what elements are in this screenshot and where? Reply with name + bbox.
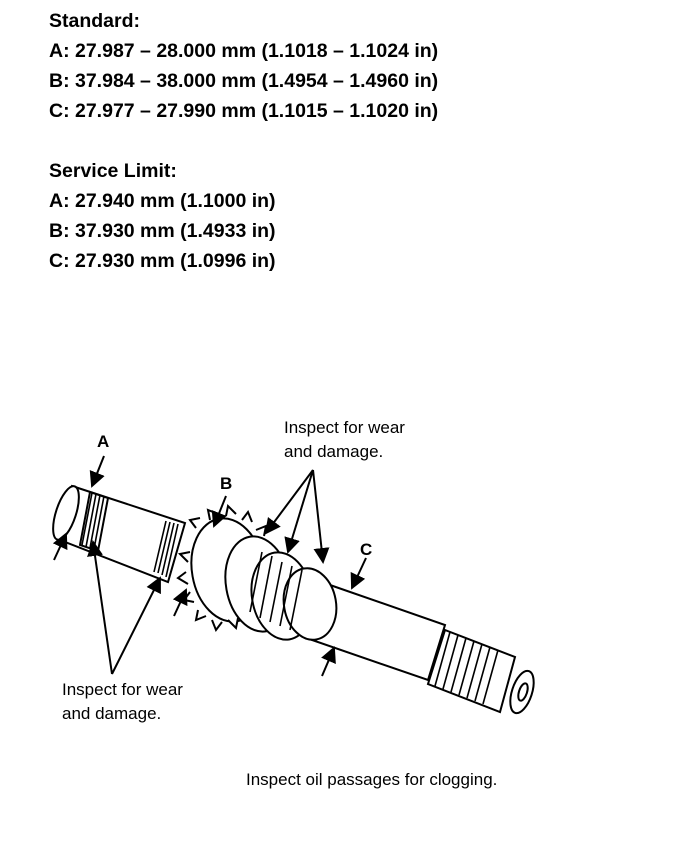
spline-inspect-line2: and damage. xyxy=(62,704,162,723)
dimension-arrows xyxy=(52,532,336,677)
service-limit-block: Service Limit: A: 27.940 mm (1.1000 in) … xyxy=(49,156,276,276)
label-a: A xyxy=(97,432,110,451)
standard-line-a: A: 27.987 – 28.000 mm (1.1018 – 1.1024 i… xyxy=(49,40,439,62)
service-limit-line-a: A: 27.940 mm (1.1000 in) xyxy=(49,190,276,212)
gear-inspect-line2: and damage. xyxy=(284,442,384,461)
service-limit-line-b: B: 37.930 mm (1.4933 in) xyxy=(49,220,276,242)
standard-line-c: C: 27.977 – 27.990 mm (1.1015 – 1.1020 i… xyxy=(49,100,439,122)
spline-inspect-arrows xyxy=(87,540,161,675)
label-b: B xyxy=(220,474,233,493)
spline-inspect-line1: Inspect for wear xyxy=(62,680,183,699)
shaft-right-spline xyxy=(426,628,517,714)
spline-hatching-a xyxy=(81,492,105,550)
service-limit-line-c: C: 27.930 mm (1.0996 in) xyxy=(49,250,276,272)
label-c: C xyxy=(360,540,373,559)
gear-b xyxy=(176,503,338,641)
spline-inspect-note: Inspect for wear and damage. xyxy=(62,678,183,726)
service-limit-heading: Service Limit: xyxy=(49,160,177,182)
standard-line-b: B: 37.984 – 38.000 mm (1.4954 – 1.4960 i… xyxy=(49,70,439,92)
gear-b-teeth-lines xyxy=(249,551,303,631)
spline-hatching-mid xyxy=(153,520,179,578)
letter-pointer-arrows xyxy=(89,455,367,590)
standard-heading: Standard: xyxy=(49,10,141,32)
spline-hatching-right xyxy=(434,631,499,705)
oil-passage-note: Inspect oil passages for clogging. xyxy=(246,770,498,789)
standard-spec-block: Standard: A: 27.987 – 28.000 mm (1.1018 … xyxy=(49,6,438,126)
gear-inspect-note: Inspect for wear and damage. xyxy=(284,416,405,464)
gear-inspect-arrows xyxy=(264,469,330,564)
gear-inspect-line1: Inspect for wear xyxy=(284,418,405,437)
